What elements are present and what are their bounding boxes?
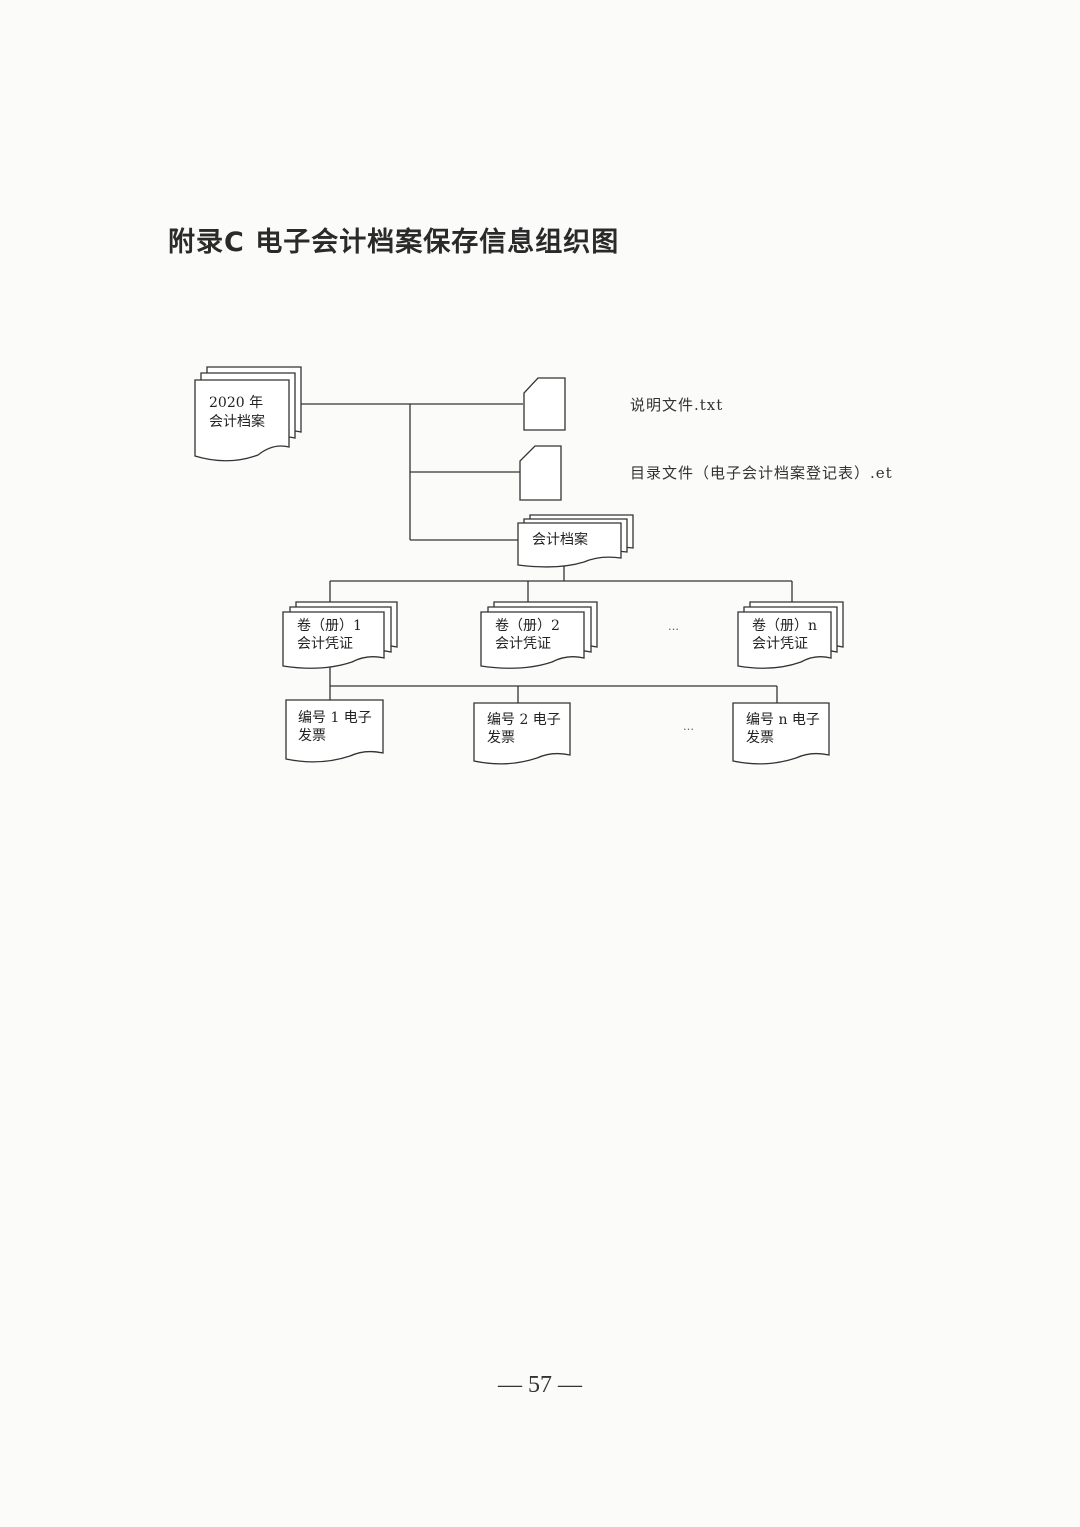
invoice-2-document-icon bbox=[473, 702, 571, 765]
root-label-name: 会计档案 bbox=[209, 414, 265, 430]
root-document-icon bbox=[194, 366, 302, 462]
invoice-1-label-line1: 编号 1 电子 bbox=[298, 710, 372, 726]
invoice-n-document-icon bbox=[732, 702, 830, 765]
volume-1-label-line1: 卷（册）1 bbox=[297, 618, 362, 634]
invoice-2-label-line2: 发票 bbox=[487, 730, 515, 746]
page-number: — 57 — bbox=[498, 1372, 582, 1398]
volume-2-label-line1: 卷（册）2 bbox=[495, 618, 560, 634]
volume-1-document-icon bbox=[282, 601, 398, 669]
archive-label: 会计档案 bbox=[532, 532, 588, 548]
connector-lines bbox=[300, 403, 793, 703]
volume-2-document-icon bbox=[480, 601, 598, 669]
volume-n-label-line2: 会计凭证 bbox=[752, 636, 808, 652]
invoice-n-label-line1: 编号 n 电子 bbox=[746, 712, 820, 728]
archive-document-icon bbox=[517, 514, 634, 568]
volume-n-document-icon bbox=[737, 601, 844, 669]
volume-ellipsis: … bbox=[668, 620, 679, 633]
invoice-n-label-line2: 发票 bbox=[746, 730, 774, 746]
readme-file-label: 说明文件.txt bbox=[630, 396, 724, 414]
invoice-1-label-line2: 发票 bbox=[298, 728, 326, 744]
invoice-2-label-line1: 编号 2 电子 bbox=[487, 712, 561, 728]
volume-2-label-line2: 会计凭证 bbox=[495, 636, 551, 652]
catalog-file-icon bbox=[519, 445, 562, 501]
readme-file-icon bbox=[523, 377, 566, 431]
volume-1-label-line2: 会计凭证 bbox=[297, 636, 353, 652]
catalog-file-label: 目录文件（电子会计档案登记表）.et bbox=[630, 464, 893, 482]
invoice-1-document-icon bbox=[285, 699, 384, 763]
root-label-year: 2020 年 bbox=[209, 395, 264, 411]
volume-n-label-line1: 卷（册）n bbox=[752, 618, 818, 634]
page-title: 附录C 电子会计档案保存信息组织图 bbox=[168, 227, 620, 258]
invoice-ellipsis: … bbox=[683, 720, 694, 733]
